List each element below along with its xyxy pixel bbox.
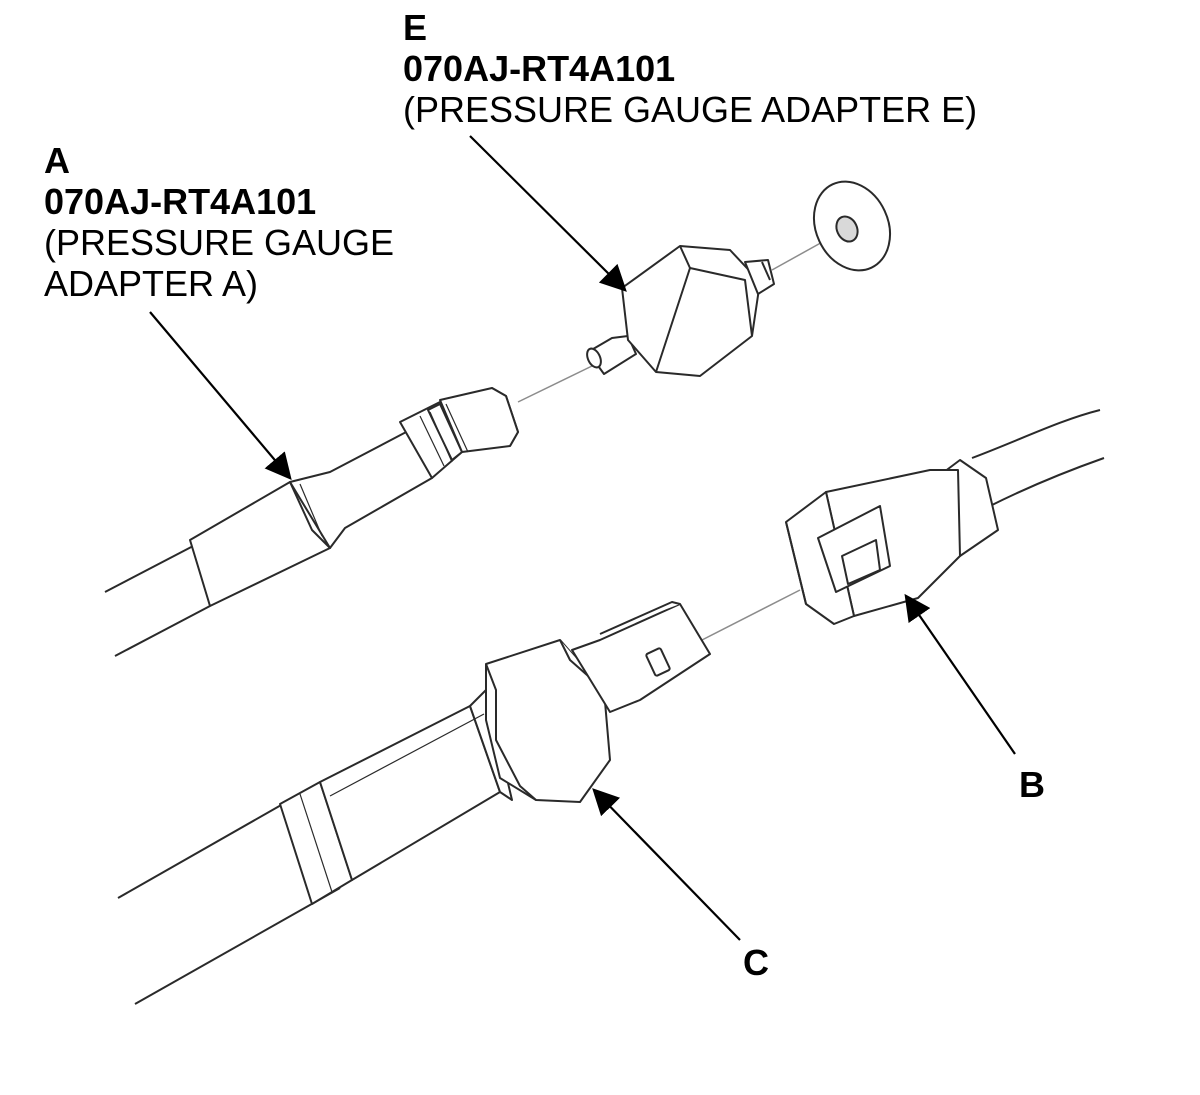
callout-a-letter: A [44,140,70,181]
leader-arrow-a [149,311,292,481]
callout-e-part-number: 070AJ-RT4A101 [403,48,676,89]
leader-lines [149,135,1016,941]
callout-a-part-number: 070AJ-RT4A101 [44,181,317,222]
callout-c-letter: C [743,942,769,983]
callout-a-description-line1: (PRESSURE GAUGE [44,222,395,263]
callout-b-letter: B [1019,764,1045,805]
callout-e-description: (PRESSURE GAUGE ADAPTER E) [403,89,978,130]
pressure-switch-icon [117,601,711,1005]
callout-e: E 070AJ-RT4A101 (PRESSURE GAUGE ADAPTER … [403,7,977,130]
callout-a: A 070AJ-RT4A101 (PRESSURE GAUGE ADAPTER … [44,140,394,304]
pressure-gauge-adapter-a-icon [104,387,519,657]
leader-arrow-e [469,135,627,292]
connector-icon [785,409,1105,625]
callout-e-letter: E [403,7,428,48]
pressure-gauge-adapter-e-icon [586,245,775,377]
leader-arrow-c [592,788,741,941]
sealing-washer-icon [813,180,891,272]
callout-a-description-line2: ADAPTER A) [44,263,259,304]
leader-arrow-b [904,593,1016,755]
